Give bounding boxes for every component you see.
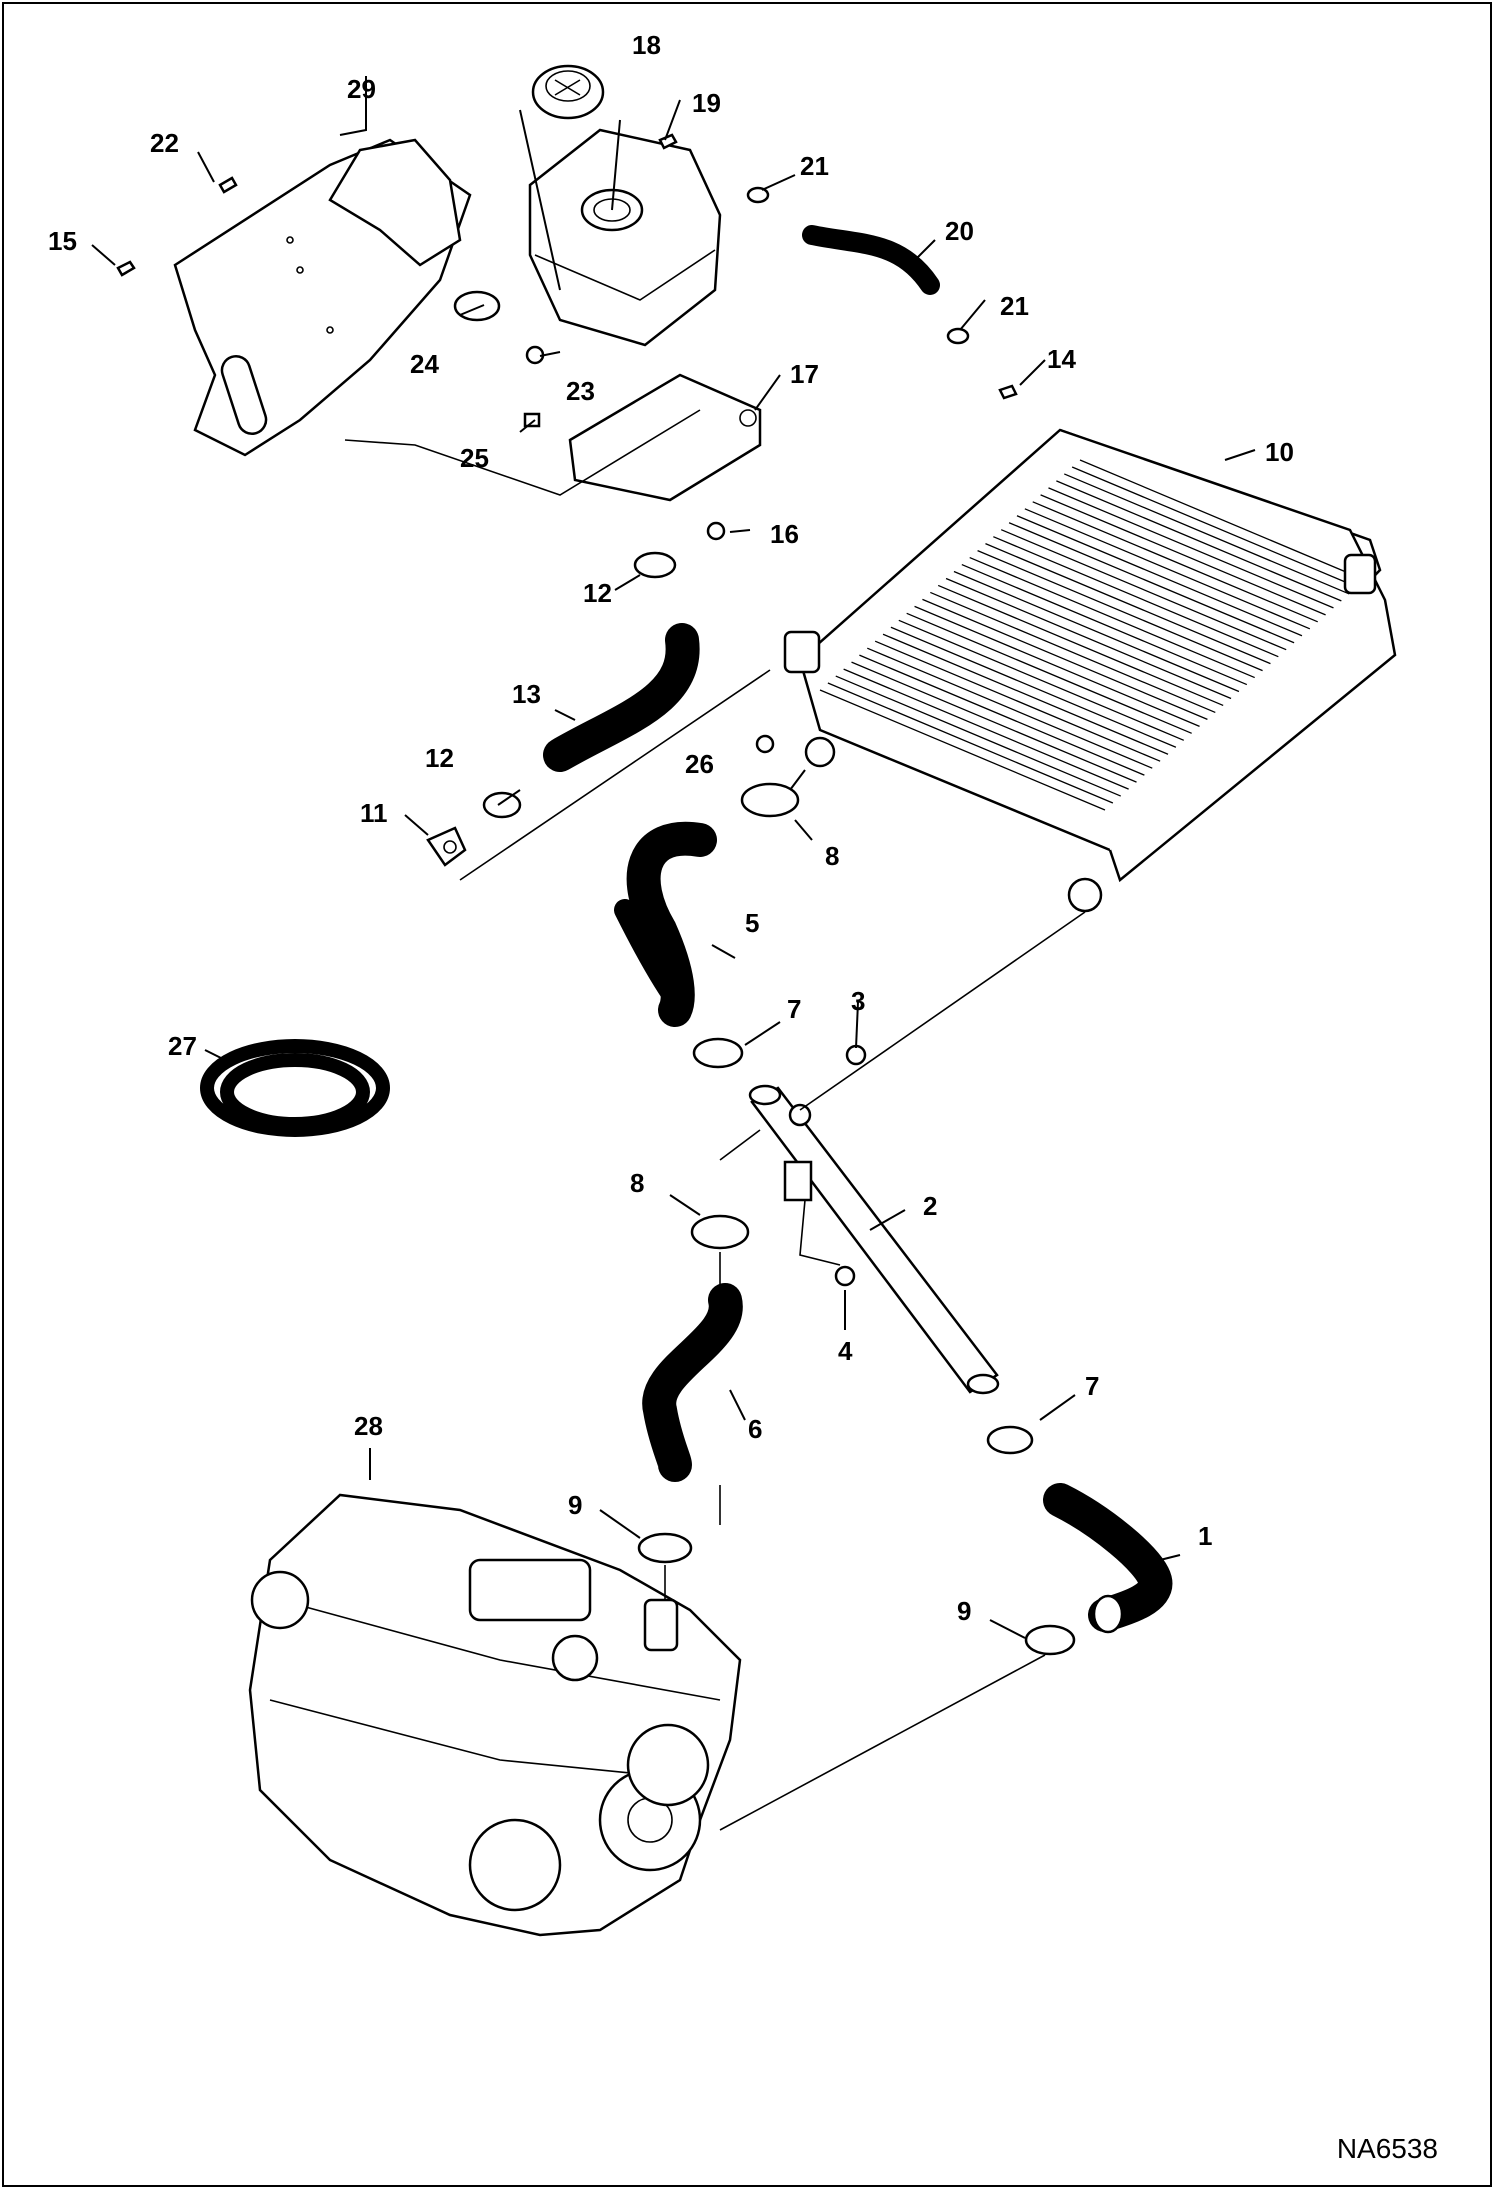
callout-4: 4 [838, 1336, 853, 1366]
radiator-fin [1048, 487, 1334, 609]
radiator-fin [945, 577, 1232, 700]
elbow-fitting-11 [426, 826, 467, 867]
radiator-fin [1079, 459, 1366, 581]
callout-16: 16 [770, 519, 799, 549]
mounting-bracket [173, 138, 472, 457]
radiator-fin [851, 661, 1137, 783]
radiator-fin [953, 570, 1240, 693]
radiator-fin [906, 612, 1192, 734]
callout-8b: 8 [630, 1168, 644, 1198]
radiator-fin [1063, 473, 1350, 595]
callout-7b: 7 [1085, 1371, 1099, 1401]
callout-14: 14 [1047, 344, 1076, 374]
radiator-fin [914, 605, 1200, 727]
radiator-fin [937, 584, 1224, 707]
radiator-fin [1071, 466, 1358, 588]
engine [248, 1493, 742, 1937]
callout-11: 11 [360, 798, 388, 828]
radiator-fin [874, 640, 1161, 762]
callout-12a: 12 [583, 578, 612, 608]
callout-15: 15 [48, 226, 77, 256]
callout-2: 2 [923, 1191, 937, 1221]
hose-5-inner [614, 899, 691, 1016]
coolant-reservoir [528, 128, 722, 347]
radiator-fin [827, 682, 1114, 804]
callout-26: 26 [685, 749, 714, 779]
radiator-fin [1040, 494, 1326, 616]
callout-21a: 21 [800, 151, 829, 181]
callout-9a: 9 [568, 1490, 582, 1520]
callout-29: 29 [347, 74, 376, 104]
radiator-fin [843, 668, 1129, 790]
callout-labels: 1 2 3 4 5 6 7 7 8 8 9 9 10 11 12 12 13 1… [48, 30, 1294, 1626]
callout-12b: 12 [425, 743, 454, 773]
radiator-fin [1016, 515, 1303, 637]
hose-20 [802, 225, 940, 295]
callout-10: 10 [1265, 437, 1294, 467]
radiator-fin [1056, 480, 1342, 602]
callout-18: 18 [632, 30, 661, 60]
callout-22: 22 [150, 128, 179, 158]
callout-5: 5 [745, 908, 759, 938]
radiator-fin [1032, 501, 1318, 623]
callout-9b: 9 [957, 1596, 971, 1626]
callout-3: 3 [851, 986, 865, 1016]
callout-6: 6 [748, 1414, 762, 1444]
callout-25: 25 [460, 443, 489, 473]
callout-7a: 7 [787, 994, 801, 1024]
radiator-fin [993, 536, 1279, 658]
radiator-fin [1000, 529, 1287, 651]
callout-23: 23 [566, 376, 595, 406]
drawing-id-label: NA6538 [1336, 2133, 1438, 2164]
leader-lines [91, 76, 1256, 1831]
callout-13: 13 [512, 679, 541, 709]
radiator-fin [835, 675, 1122, 797]
hose-13 [543, 623, 700, 772]
hose-1 [1043, 1483, 1173, 1632]
reservoir-cap [531, 64, 605, 120]
radiator [783, 428, 1397, 913]
radiator-fin [922, 598, 1208, 720]
hose-1-end [1092, 1594, 1124, 1634]
callout-1: 1 [1198, 1521, 1212, 1551]
decal-4 [783, 1160, 813, 1202]
support-bracket [568, 373, 762, 502]
radiator-fin [1024, 508, 1311, 630]
radiator-fin [961, 563, 1248, 686]
callout-20: 20 [945, 216, 974, 246]
radiator-fin [977, 550, 1263, 672]
radiator-fin [882, 633, 1169, 755]
radiator-fin [1008, 522, 1295, 644]
hose-clamps [453, 186, 1076, 1656]
radiator-fin [867, 647, 1153, 769]
radiator-fin [898, 619, 1185, 741]
callout-19: 19 [692, 88, 721, 118]
fasteners [116, 133, 1018, 1287]
coolant-tube [748, 1084, 1000, 1395]
radiator-fin [930, 591, 1216, 714]
callout-24: 24 [410, 349, 439, 379]
radiator-fin [859, 654, 1145, 776]
coolant-hose-roll [200, 1039, 390, 1137]
radiator-fin [985, 543, 1271, 665]
radiator-fin [819, 689, 1106, 811]
hose-6 [642, 1283, 743, 1482]
callout-21b: 21 [1000, 291, 1029, 321]
callout-8a: 8 [825, 841, 839, 871]
radiator-fin [969, 556, 1255, 679]
radiator-fin [890, 626, 1177, 748]
callout-17: 17 [790, 359, 819, 389]
callout-28: 28 [354, 1411, 383, 1441]
callout-27: 27 [168, 1031, 197, 1061]
